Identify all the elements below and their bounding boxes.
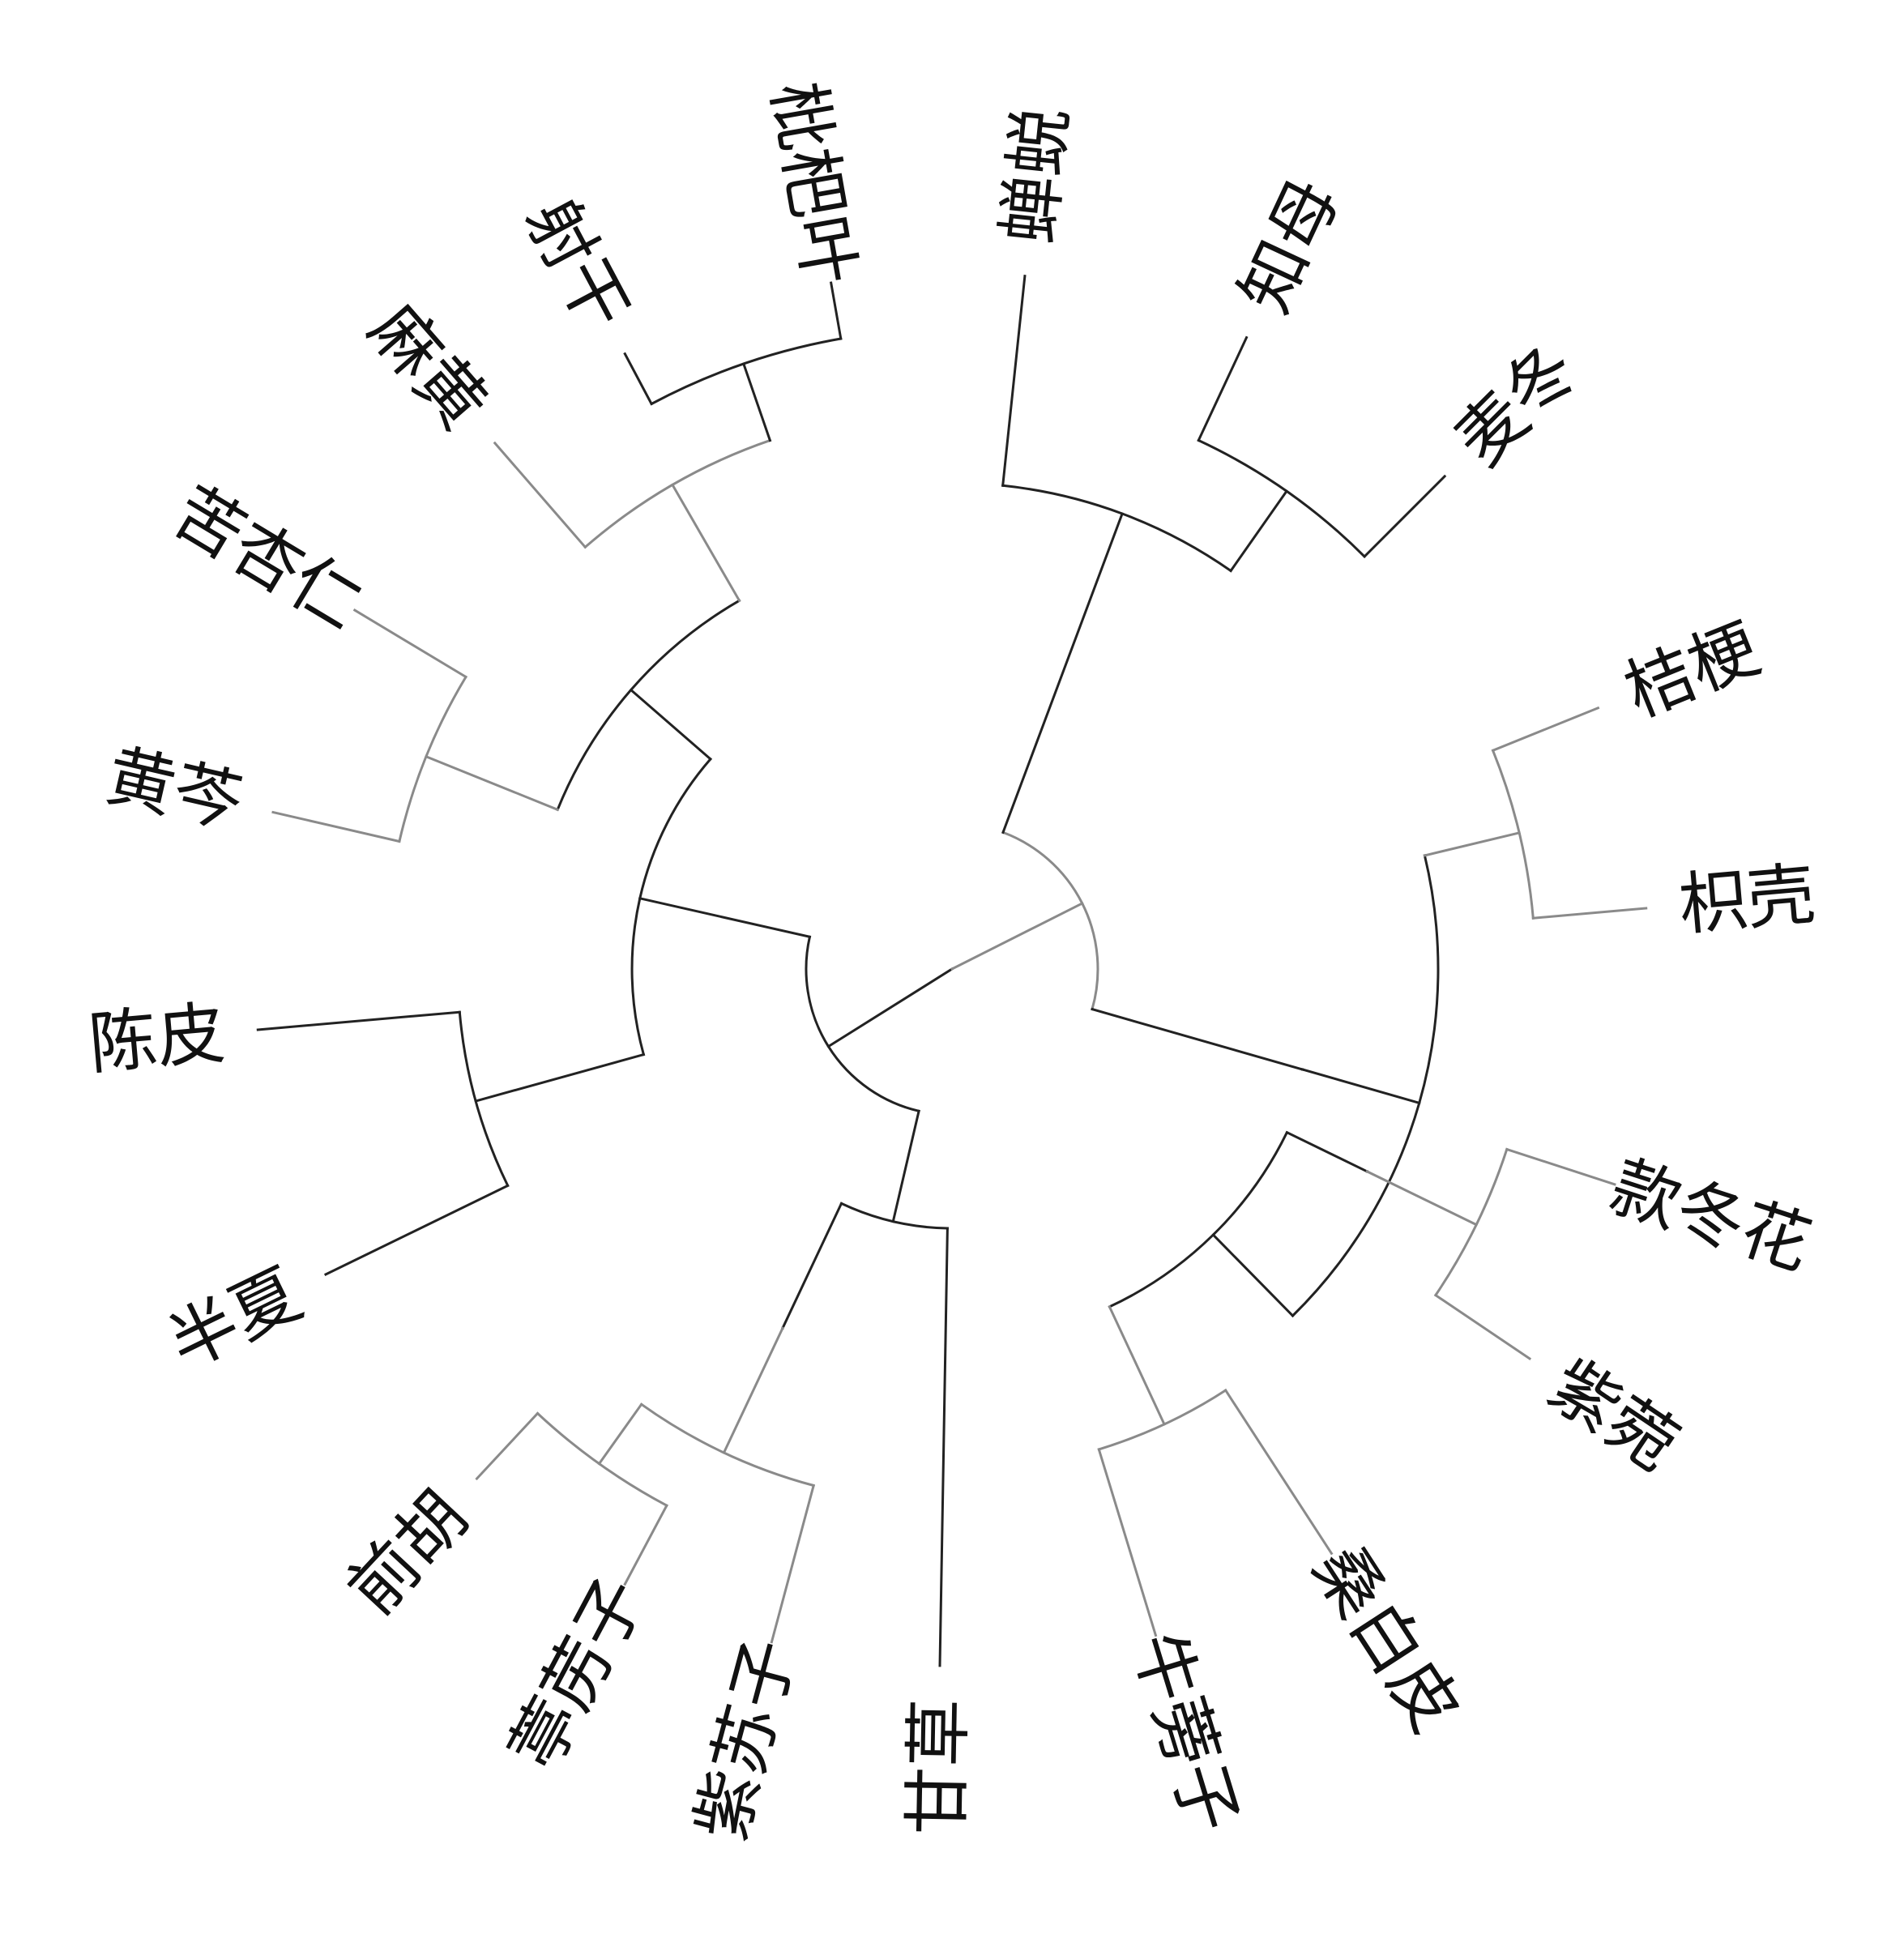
- leaf-label-sangbaipi: 桑白皮: [1298, 1531, 1475, 1746]
- branch-link-38: [1001, 512, 1125, 835]
- leaf-branch-niubangzi: [1097, 1448, 1158, 1637]
- leaf-branch-banxia: [323, 1184, 510, 1277]
- leaf-label-huangqin: 黄芩: [99, 736, 250, 843]
- leaf-branch-chantui: [1001, 275, 1027, 487]
- leaf-label-shegan: 射干: [510, 186, 644, 343]
- leaf-branch-zhimu: [1197, 335, 1249, 442]
- branch-arc-5: [556, 599, 741, 812]
- branch-link-40: [1229, 489, 1289, 573]
- branch-link-20: [597, 1402, 643, 1466]
- dendrogram-branches: [256, 275, 1648, 1667]
- leaf-label-chenpi: 陈皮: [86, 993, 228, 1084]
- branch-arc-37: [1097, 1388, 1227, 1451]
- leaf-branch-jiegeng: [1491, 706, 1600, 753]
- leaf-branch-qianhu: [475, 1411, 540, 1481]
- branch-link-0: [826, 967, 954, 1048]
- leaf-label-zhimu: 知母: [1224, 167, 1354, 324]
- leaf-label-ziwan: 紫菀: [1535, 1344, 1693, 1486]
- leaf-branch-sangbaipi: [1223, 1388, 1334, 1556]
- leaf-label-niubangzi: 牛蒡子: [1117, 1623, 1253, 1842]
- branch-arc-39: [1001, 484, 1233, 573]
- leaf-label-gancao: 甘草: [897, 1698, 979, 1836]
- leaf-labels: 枇杷叶 射干 麻黄 苦杏仁 黄芩 陈皮 半夏 前胡 葶苈子 紫苏子 甘草 牛蒡子…: [86, 75, 1821, 1848]
- branch-arc-27: [1291, 854, 1440, 1318]
- branch-arc-19: [639, 1402, 816, 1488]
- branch-link-28: [1423, 831, 1521, 857]
- branch-link-32: [1285, 1130, 1369, 1173]
- leaf-label-kuandonghua: 款冬花: [1602, 1146, 1821, 1285]
- branch-arc-15: [839, 1202, 949, 1230]
- branch-arc-29: [1491, 749, 1535, 920]
- branch-link-30: [1211, 1232, 1295, 1318]
- branch-arc-11: [398, 675, 468, 843]
- branch-link-16: [781, 1202, 843, 1330]
- leaf-branch-kuandonghua: [1505, 1147, 1616, 1186]
- branch-arc-13: [458, 1010, 510, 1188]
- leaf-branch-kuxingren: [352, 608, 468, 679]
- leaf-branch-shegan: [623, 352, 654, 406]
- branch-link-24: [1091, 1007, 1304, 1071]
- leaf-label-kuxingren: 苦杏仁: [160, 472, 375, 645]
- branch-arc-7: [583, 438, 772, 549]
- branch-arc-21: [536, 1411, 668, 1508]
- leaf-label-mahuang: 麻黄: [354, 289, 503, 444]
- branch-arc-23: [1001, 830, 1099, 1011]
- branch-link-36: [1108, 1304, 1166, 1426]
- leaf-label-qianhu: 前胡: [332, 1476, 483, 1630]
- branch-link-26: [1300, 1068, 1421, 1105]
- leaf-branch-mahuang: [493, 441, 587, 549]
- leaf-label-chantui: 蝉蜕: [988, 104, 1082, 247]
- leaf-branch-chenpi: [256, 1010, 461, 1031]
- branch-link-22: [950, 901, 1084, 971]
- leaf-label-jiegeng: 桔梗: [1614, 608, 1770, 732]
- branch-link-2: [638, 897, 812, 939]
- leaf-label-zhiqiao: 枳壳: [1676, 854, 1818, 945]
- branch-link-18: [722, 1326, 784, 1454]
- branch-link-4: [629, 688, 713, 762]
- leaf-label-zisuzi: 紫苏子: [681, 1631, 810, 1849]
- branch-link-12: [474, 1052, 646, 1103]
- leaf-branch-huangqin: [271, 810, 401, 843]
- branch-link-14: [891, 1109, 920, 1223]
- leaf-branch-pipaye: [829, 281, 843, 340]
- branch-link-10: [425, 754, 560, 812]
- leaf-branch-maidong: [1362, 474, 1447, 559]
- leaf-label-pipaye: 枇杷叶: [757, 75, 870, 290]
- leaf-branch-ziwan: [1433, 1293, 1532, 1360]
- branch-arc-41: [1197, 438, 1367, 559]
- leaf-branch-gancao: [938, 1227, 949, 1667]
- branch-link-34: [1365, 1169, 1479, 1227]
- leaf-label-maidong: 麦冬: [1440, 328, 1592, 480]
- branch-arc-35: [1433, 1147, 1509, 1297]
- leaf-branch-zhiqiao: [1531, 907, 1648, 920]
- branch-arc-9: [650, 337, 843, 406]
- branch-link-8: [741, 362, 772, 442]
- leaf-branch-zisuzi: [770, 1483, 816, 1644]
- branch-link-6: [670, 483, 741, 603]
- leaf-label-banxia: 半夏: [156, 1253, 314, 1385]
- branch-arc-3: [630, 757, 713, 1057]
- leaf-branch-tinglizi: [623, 1504, 668, 1586]
- leaf-label-tinglizi: 葶苈子: [494, 1564, 660, 1782]
- branch-arc-31: [1108, 1130, 1289, 1308]
- branch-arc-1: [805, 935, 920, 1113]
